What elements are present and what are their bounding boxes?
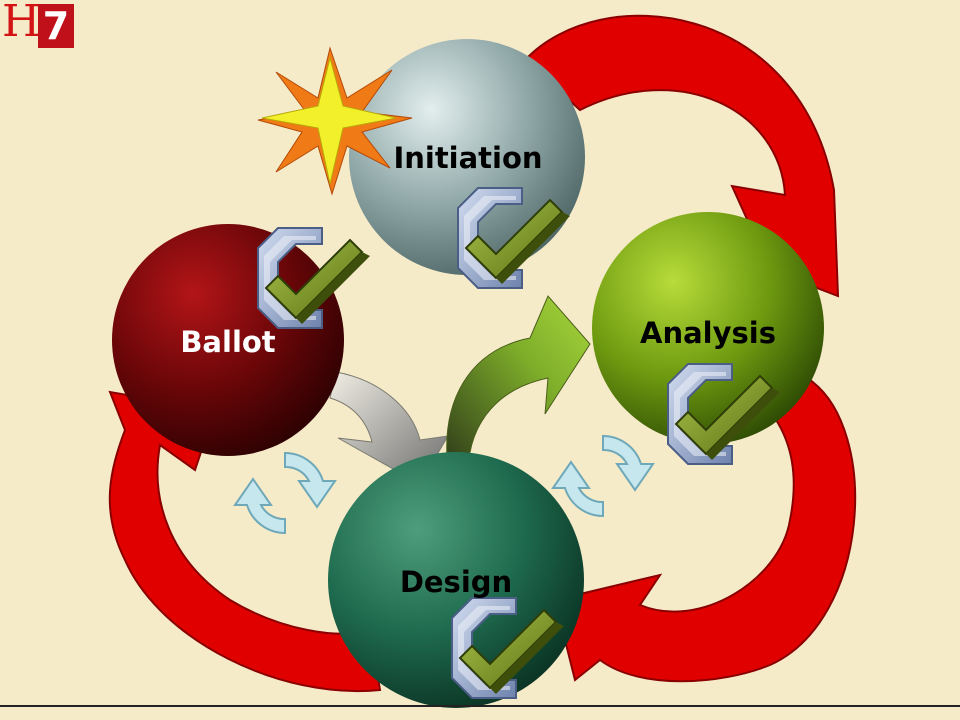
arrow-design-to-analysis (446, 295, 591, 471)
label-design: Design (399, 565, 513, 599)
logo-seven: 7 (38, 4, 74, 48)
arrow-analysis-to-design (553, 378, 856, 683)
hl7-logo: HL 7 (0, 0, 74, 48)
label-ballot: Ballot (180, 325, 276, 359)
label-initiation: Initiation (393, 141, 543, 175)
starburst-icon (257, 46, 413, 196)
stage-ballot (112, 224, 344, 456)
arrow-design-to-ballot (108, 390, 382, 693)
footer-divider (0, 705, 960, 707)
stage-initiation (349, 39, 585, 275)
label-analysis: Analysis (640, 316, 776, 350)
